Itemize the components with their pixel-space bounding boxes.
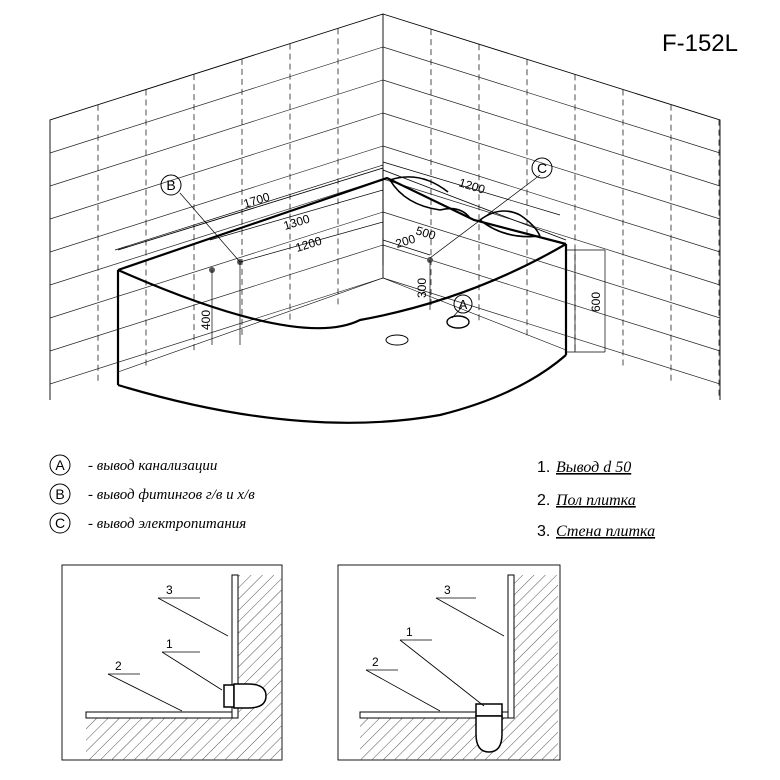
note-1-text: Вывод d 50 [556, 459, 631, 476]
note-2-num: 2. [537, 492, 550, 509]
bathtub [116, 167, 568, 424]
tile-grid-line [49, 244, 384, 352]
dim-1200-width: 1200 [457, 175, 487, 196]
dim-200: 200 [394, 232, 418, 251]
detail1-label-1: 1 [166, 637, 173, 651]
legend-text-b: - вывод фитингов г/в и х/в [88, 487, 255, 503]
marker-b-label: B [166, 177, 175, 193]
tile-grid-line [382, 145, 721, 253]
tile-grid-line [382, 79, 721, 187]
legend-item-b: B - вывод фитингов г/в и х/в [49, 483, 255, 505]
marker-b: B [160, 174, 182, 196]
legend-letter-a: A [55, 457, 65, 473]
legend-letter-b: B [55, 486, 64, 502]
detail2-label-3: 3 [444, 583, 451, 597]
note-2-text: Пол плитка [555, 492, 636, 509]
tile-grid-line [49, 46, 384, 154]
legend-item-c: C - вывод электропитания [49, 512, 246, 534]
marker-c: C [531, 157, 553, 179]
detail1-label-2: 2 [115, 659, 122, 673]
notes: 1. Вывод d 50 2. Пол плитка 3. Стена пли… [537, 459, 655, 540]
dim-500: 500 [414, 223, 438, 242]
tile-grid-line [49, 79, 384, 187]
tile-grid-line [382, 244, 721, 352]
model-title: F-152L [661, 30, 738, 57]
tile-grid-line [49, 211, 384, 319]
tile-grid [49, 28, 721, 400]
dim-300: 300 [415, 278, 429, 298]
tile-grid-line [49, 277, 384, 385]
detail2-label-1: 1 [406, 625, 413, 639]
dim-1200-wall: 1200 [294, 234, 324, 255]
tile-grid-line [382, 46, 721, 154]
detail-wall-outlet: 3 1 2 [61, 564, 283, 761]
tile-grid-line [382, 211, 721, 319]
dim-1700: 1700 [242, 190, 272, 211]
legend: A - вывод канализации B - вывод фитингов… [49, 454, 255, 534]
legend-letter-c: C [55, 515, 65, 531]
marker-a: A [453, 294, 473, 314]
dim-600: 600 [589, 292, 603, 312]
note-3-num: 3. [537, 523, 550, 540]
detail-floor-outlet: 3 1 2 [337, 564, 561, 761]
dimension-lines [114, 161, 606, 353]
note-1-num: 1. [537, 459, 550, 476]
legend-item-a: A - вывод канализации [49, 454, 217, 476]
tile-walls [49, 13, 721, 400]
tile-grid-line [382, 277, 721, 385]
legend-text-a: - вывод канализации [88, 458, 217, 474]
marker-c-label: C [537, 160, 547, 176]
tile-grid-line [49, 112, 384, 220]
tile-grid-line [49, 145, 384, 253]
tile-grid-line [382, 178, 721, 286]
legend-text-c: - вывод электропитания [88, 516, 246, 532]
tile-grid-line [49, 178, 384, 286]
note-3-text: Стена плитка [556, 523, 655, 540]
dim-400: 400 [199, 310, 213, 330]
detail2-label-2: 2 [372, 655, 379, 669]
detail1-label-3: 3 [166, 583, 173, 597]
dim-1300: 1300 [282, 212, 312, 233]
marker-a-label: A [459, 297, 468, 312]
